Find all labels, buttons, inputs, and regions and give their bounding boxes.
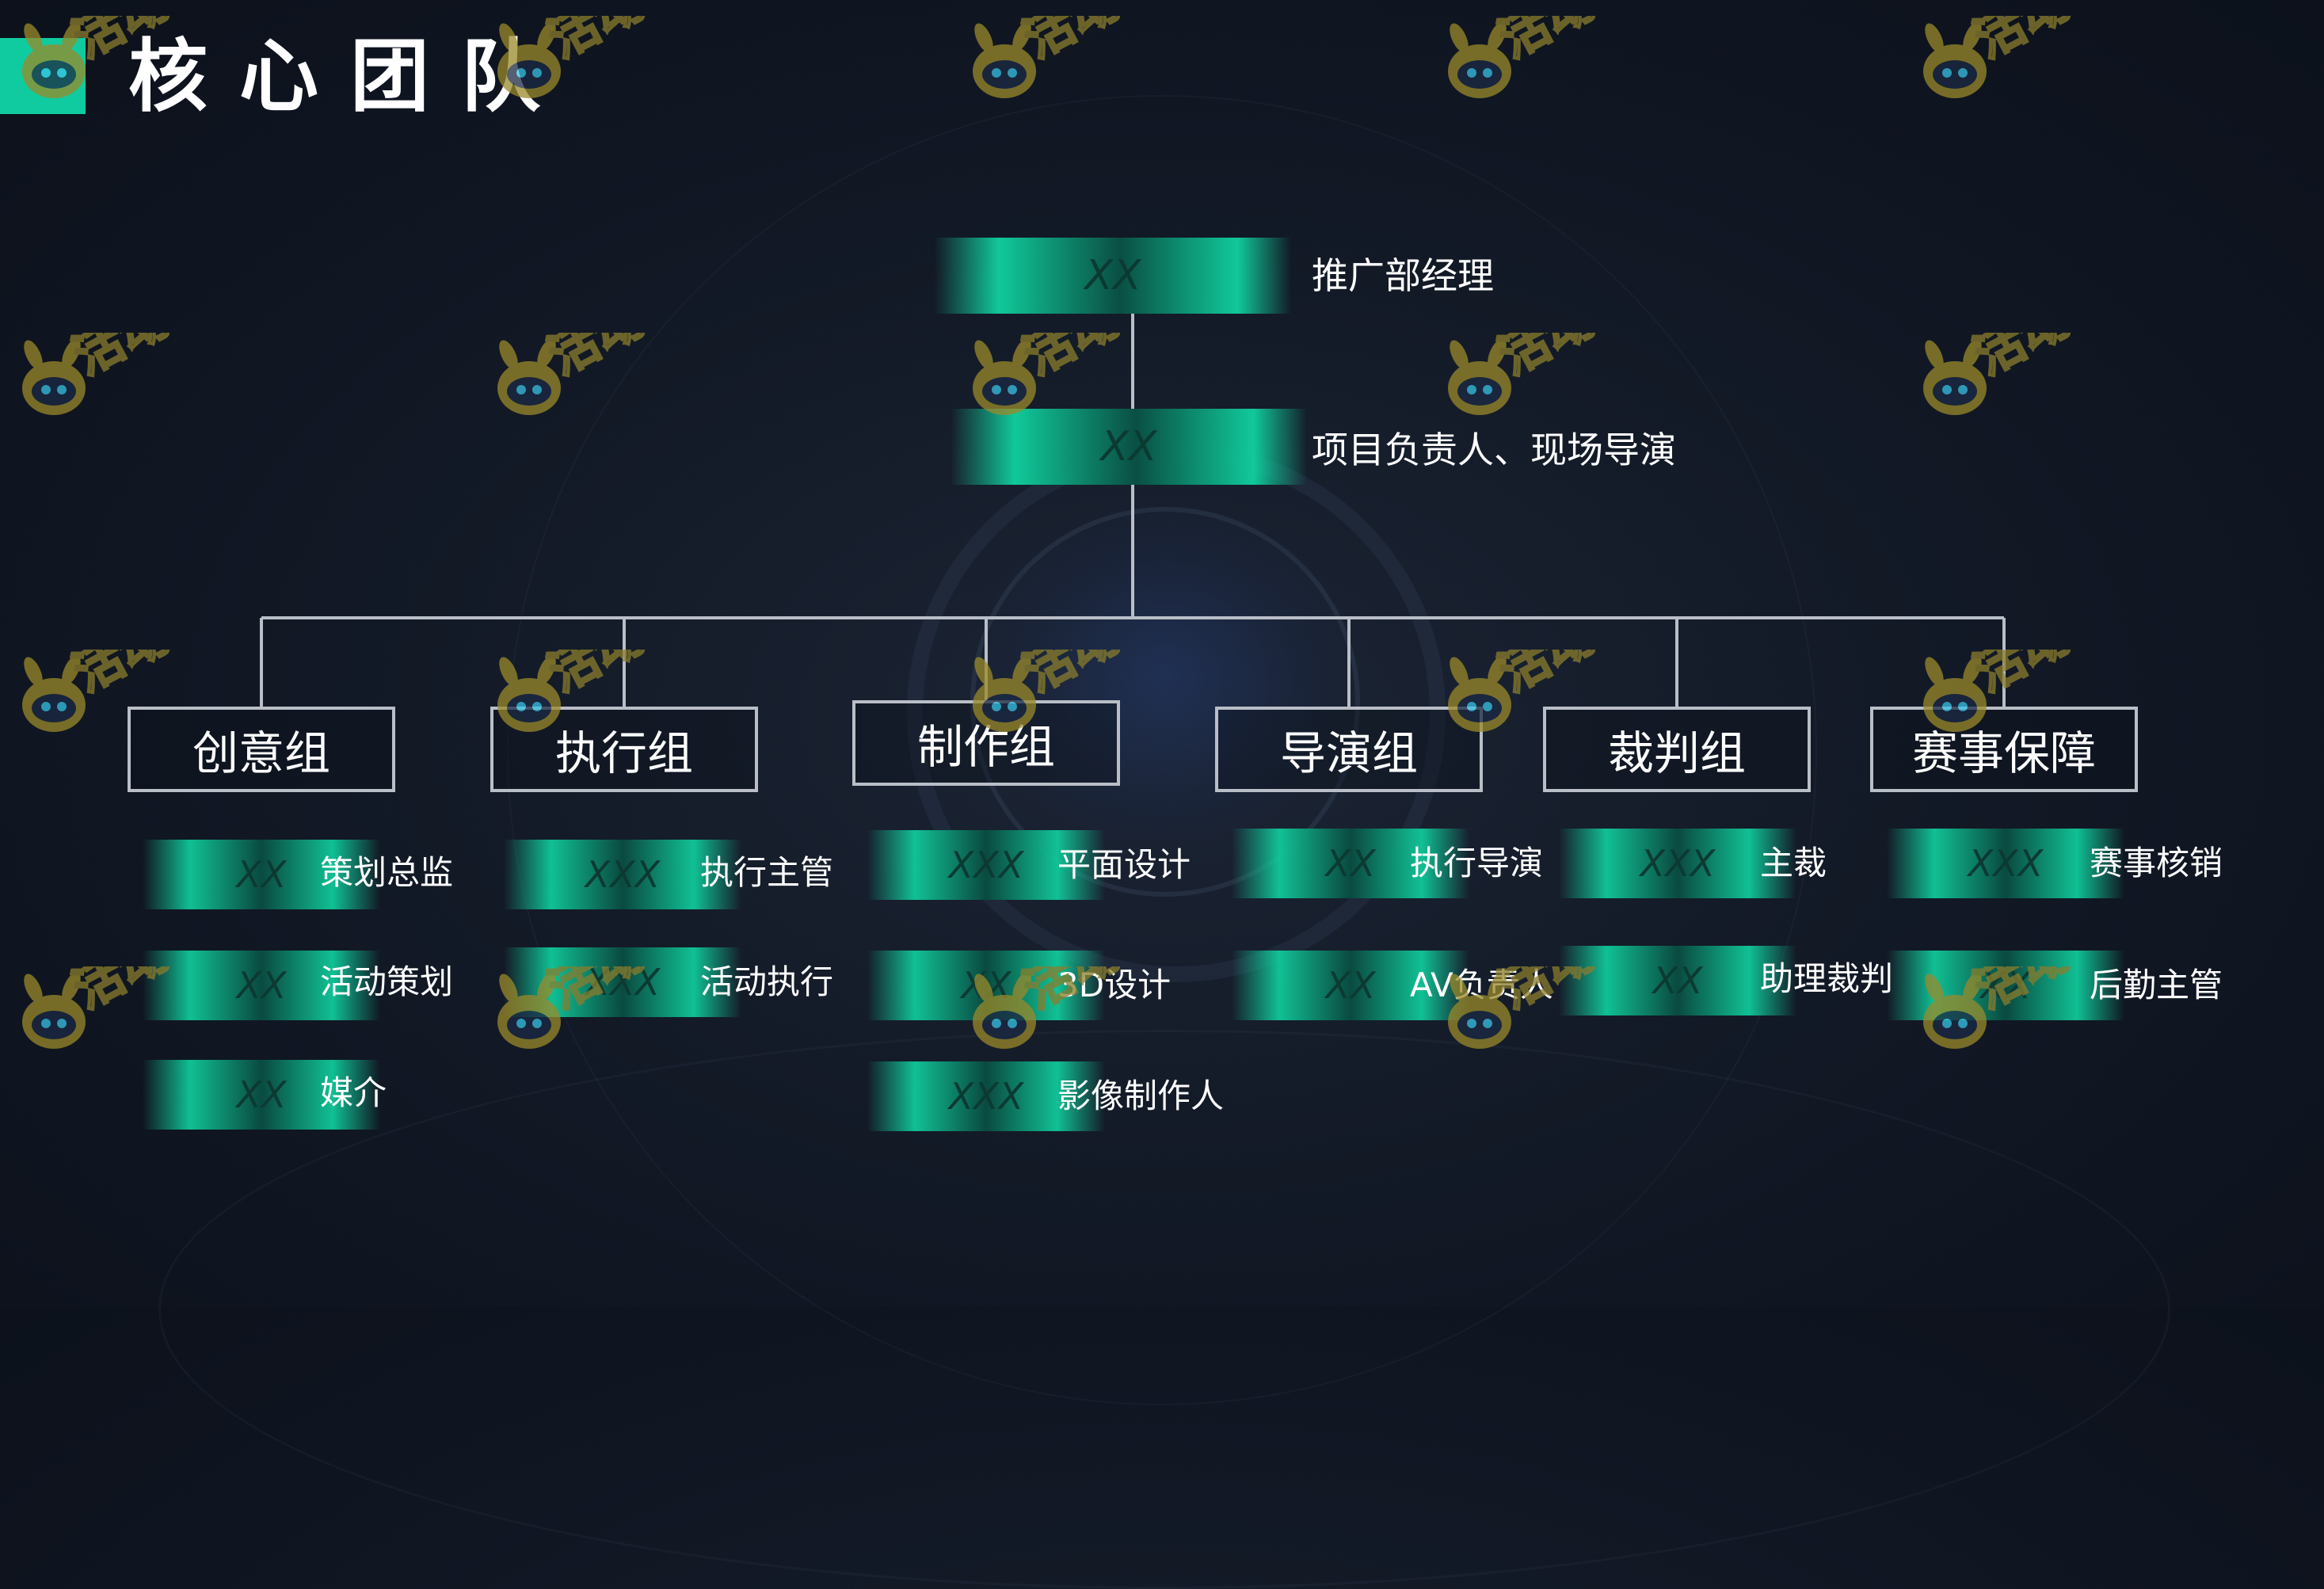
group-box: 赛事保障 bbox=[1870, 707, 2138, 792]
mascot-logo-watermark bbox=[494, 16, 698, 100]
member-name-pill: XX bbox=[1232, 951, 1469, 1020]
member-role: 平面设计 bbox=[1057, 845, 1191, 884]
mascot-logo-watermark bbox=[19, 333, 223, 417]
member-role: 媒介 bbox=[320, 1073, 387, 1112]
mascot-logo-watermark bbox=[19, 16, 223, 100]
member-role: 策划总监 bbox=[320, 853, 454, 892]
mascot-logo-watermark bbox=[1920, 333, 2124, 417]
member-role: 执行主管 bbox=[700, 853, 834, 892]
mascot-logo-watermark bbox=[970, 16, 1173, 100]
mascot-logo-watermark bbox=[1445, 650, 1648, 734]
member-name-pill: XXX bbox=[867, 1061, 1105, 1131]
member-role: 助理裁判 bbox=[1760, 959, 1894, 998]
leader-role: 项目负责人、现场导演 bbox=[1312, 429, 1676, 471]
mascot-logo-watermark bbox=[1445, 966, 1648, 1050]
group-box: 裁判组 bbox=[1543, 707, 1811, 792]
mascot-logo-watermark bbox=[19, 650, 223, 734]
member-role: 执行导演 bbox=[1410, 844, 1544, 882]
member-role: 活动执行 bbox=[700, 962, 834, 1001]
mascot-logo-watermark bbox=[970, 650, 1173, 734]
member-role: 影像制作人 bbox=[1057, 1076, 1225, 1115]
member-role: 主裁 bbox=[1760, 844, 1827, 882]
member-role: 后勤主管 bbox=[2090, 966, 2223, 1004]
mascot-logo-watermark bbox=[494, 966, 698, 1050]
mascot-logo-watermark bbox=[494, 333, 698, 417]
group-box: 创意组 bbox=[128, 707, 395, 792]
leader-name-pill: XX bbox=[951, 409, 1307, 485]
mascot-logo-watermark bbox=[1445, 333, 1648, 417]
member-name-pill: XXX bbox=[1559, 829, 1796, 898]
mascot-logo-watermark bbox=[1445, 16, 1648, 100]
mascot-logo-watermark bbox=[1920, 650, 2124, 734]
mascot-logo-watermark bbox=[970, 966, 1173, 1050]
group-box: 导演组 bbox=[1215, 707, 1483, 792]
mascot-logo-watermark bbox=[494, 650, 698, 734]
page-title: 核心团队 bbox=[128, 30, 572, 123]
member-name-pill: XX bbox=[143, 951, 380, 1020]
member-role: 赛事核销 bbox=[2090, 844, 2223, 882]
leader-role: 推广部经理 bbox=[1312, 254, 1494, 297]
mascot-logo-watermark bbox=[1920, 966, 2124, 1050]
member-name-pill: XX bbox=[143, 1060, 380, 1130]
mascot-logo-watermark bbox=[970, 333, 1173, 417]
member-name-pill: XX bbox=[143, 840, 380, 909]
mascot-logo-watermark bbox=[19, 966, 223, 1050]
member-name-pill: XX bbox=[1559, 946, 1796, 1016]
member-role: 活动策划 bbox=[320, 962, 454, 1001]
member-name-pill: XXX bbox=[867, 830, 1105, 900]
org-chart-connectors bbox=[260, 314, 2006, 707]
leader-name-pill: XX bbox=[935, 238, 1291, 314]
mascot-logo-watermark bbox=[1920, 16, 2124, 100]
member-name-pill: XXX bbox=[1887, 829, 2124, 898]
member-name-pill: XX bbox=[1232, 829, 1469, 898]
member-name-pill: XXX bbox=[504, 840, 741, 909]
